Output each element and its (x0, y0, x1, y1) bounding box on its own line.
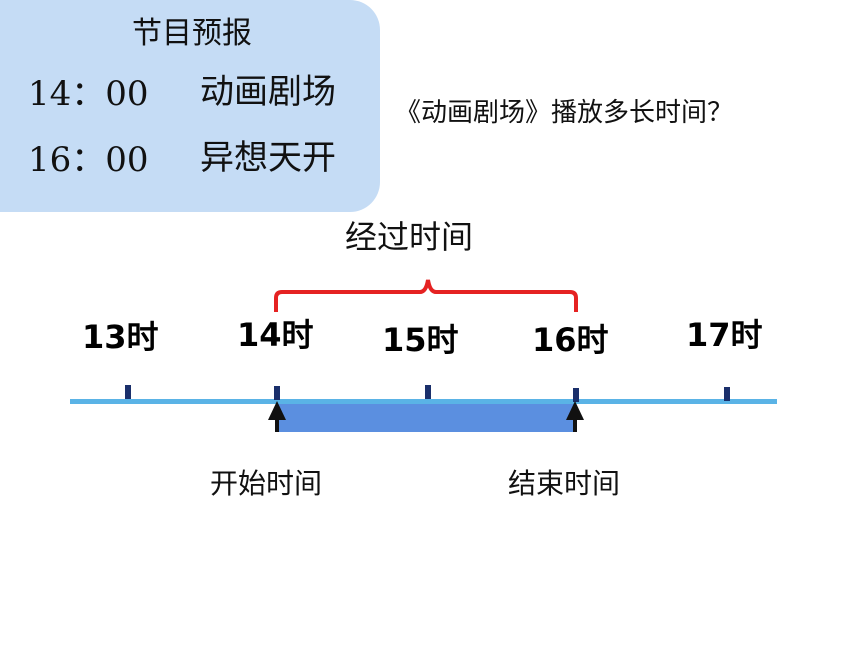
hour-label-15: 15时 (382, 321, 459, 359)
tick-14 (274, 386, 280, 400)
hour-label-14: 14时 (237, 316, 314, 354)
end-time-caption: 结束时间 (508, 467, 621, 500)
hour-label-17: 17时 (686, 316, 763, 354)
duration-bar (278, 402, 576, 432)
tick-13 (125, 385, 131, 399)
schedule-title: 节目预报 (132, 16, 252, 51)
schedule-row-2-show: 异想天开 (200, 138, 336, 178)
schedule-row-1-show: 动画剧场 (200, 72, 336, 112)
elapsed-time-label: 经过时间 (345, 218, 474, 256)
start-arrow-icon (268, 401, 286, 432)
question-text: 《动画剧场》播放多长时间？ (395, 98, 734, 128)
elapsed-brace (274, 279, 578, 312)
schedule-row-2-time: 16：00 (28, 140, 149, 180)
timeline-line (70, 399, 777, 404)
tick-16 (573, 388, 579, 402)
hour-label-13: 13时 (82, 318, 159, 356)
schedule-card: 节目预报 14：00 动画剧场 16：00 异想天开 (0, 0, 380, 212)
tick-17 (724, 387, 730, 401)
end-arrow-icon (566, 401, 584, 432)
schedule-row-1-time: 14：00 (28, 74, 149, 114)
hour-label-16: 16时 (532, 321, 609, 359)
start-time-caption: 开始时间 (210, 467, 323, 500)
tick-15 (425, 385, 431, 399)
